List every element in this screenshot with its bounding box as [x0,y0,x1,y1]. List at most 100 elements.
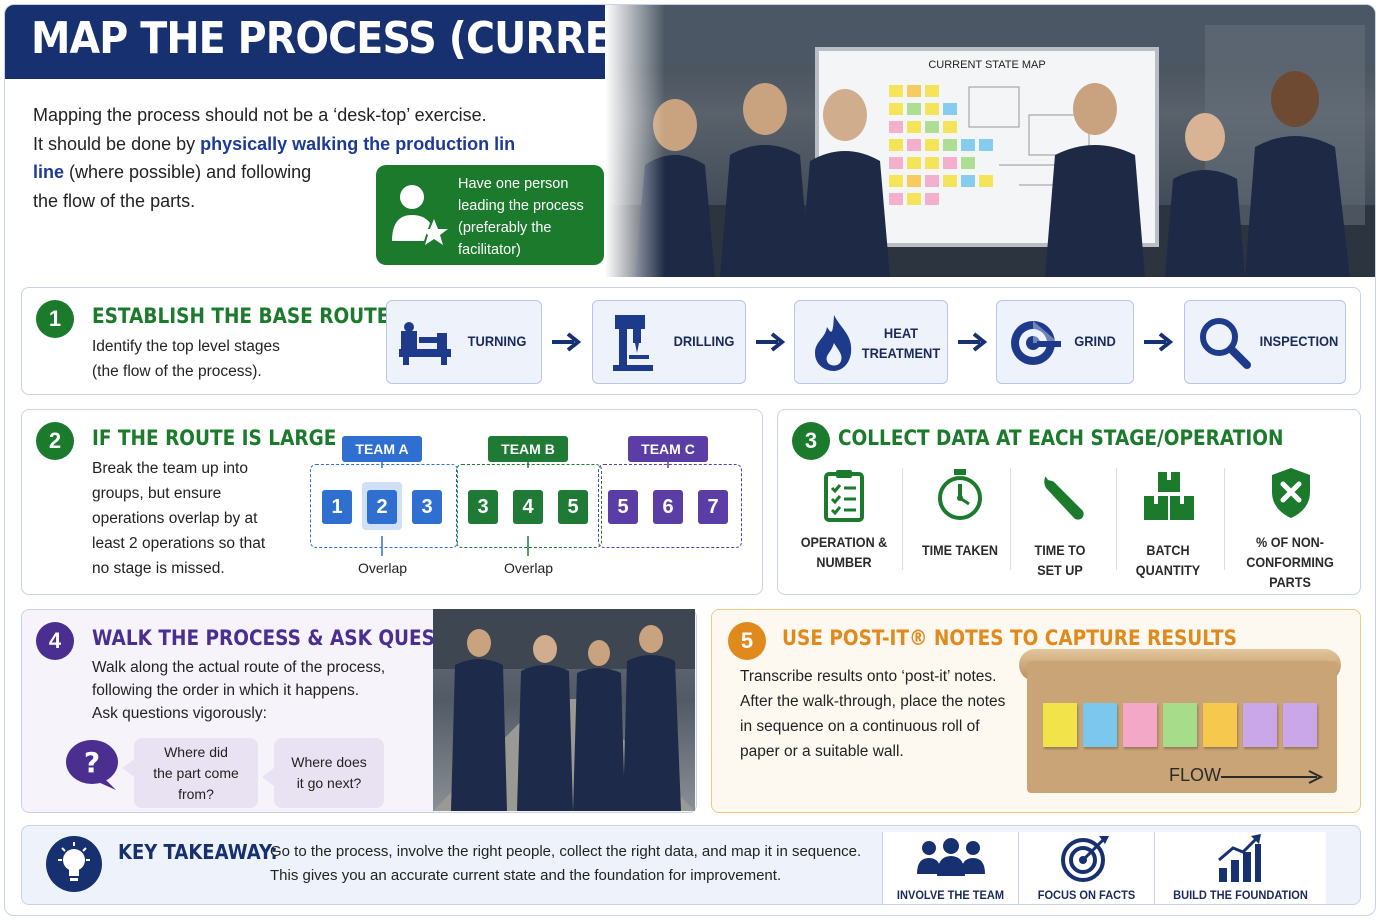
team-a-group [310,464,458,548]
section-3-card: 3 COLLECT DATA AT EACH STAGE/OPERATION O… [777,409,1361,595]
lightbulb-icon [46,836,102,892]
facilitator-line: Have one person [458,176,569,192]
key-takeaway-line: Go to the process, involve the right peo… [270,843,862,860]
stage-label: DRILLING [673,333,735,349]
section-4-number: 4 [36,622,74,660]
intro-line-1: Mapping the process should not be a ‘des… [33,105,487,125]
stopwatch-icon [938,469,982,520]
operation-box: 2 [367,490,397,524]
section-4-body-line: following the order in which it happens. [92,682,360,699]
intro-text: Mapping the process should not be a ‘des… [33,101,573,215]
divider [1010,468,1011,570]
takeaway-item-label: BUILD THE FOUNDATION [1173,888,1308,902]
bubble-tail [122,758,136,778]
intro-line-2-a: It should be done by [33,133,201,154]
stage-label: GRIND [1074,333,1116,349]
takeaway-item-foundation: BUILD THE FOUNDATION [1154,832,1326,904]
stage-label: TURNING [467,333,527,349]
team-connectors [381,462,669,556]
grinder-icon [1011,321,1061,365]
overlap-label: Overlap [504,560,554,576]
infographic-page: MAP THE PROCESS (CURRENT STATE) CURRENT … [4,4,1376,916]
bubble-tail [262,768,274,786]
operation-box: 5 [558,490,588,524]
divider [1116,468,1117,570]
team-icon [917,838,985,876]
section-5-body-line: After the walk-through, place the notes [740,693,1006,710]
intro-line-2-emphasis: physically walking the production lin [200,133,516,154]
bar-chart-growth-icon [1218,834,1261,882]
intro-line-4: the flow of the parts. [33,190,196,211]
data-item-label-line: TIME TO [1034,542,1086,558]
operation-box: 3 [412,490,442,524]
flame-icon [815,315,852,371]
section-5-number: 5 [728,622,766,660]
section-3-title: COLLECT DATA AT EACH STAGE/OPERATION [838,426,1284,450]
intro-line-3: line (where possible) and following [33,158,573,187]
clipboard-checklist-icon [824,470,864,522]
data-item-label-line: SET UP [1037,562,1083,578]
data-item-operation: OPERATION & NUMBER [788,466,900,596]
key-takeaway-line: This gives you an accurate current state… [270,867,782,884]
section-1-body: Identify the top level stages (the flow … [92,334,280,384]
data-item-label: % OF NON- CONFORMING PARTS [1240,532,1341,592]
question-speech-icon: ? [66,740,118,790]
boxes-icon [1144,472,1194,520]
section-5-body-line: Transcribe results onto ‘post-it’ notes. [740,668,997,685]
section-1-card: 1 ESTABLISH THE BASE ROUTE Identify the … [21,287,1361,395]
data-item-label-line: NUMBER [816,554,872,570]
section-4-body: Walk along the actual route of the proce… [92,656,385,725]
question-line: it go next? [296,775,362,791]
target-icon [1061,836,1109,882]
section-1-number: 1 [36,300,74,338]
section-2-body-line: groups, but ensure [92,485,222,502]
section-2-body-line: operations overlap by at [92,510,258,527]
key-takeaway-title: KEY TAKEAWAY: [118,840,278,864]
operation-box: 4 [513,490,543,524]
data-item-label-line: BATCH [1146,542,1190,558]
intro-line-3-b: (where possible) and following [64,162,312,182]
team-walking-photo [433,609,695,811]
data-item-label-line: QUANTITY [1135,562,1201,578]
person-star-icon [392,185,448,245]
team-c-tag: TEAM C [628,436,708,462]
arrow-right-icon [756,332,786,352]
section-2-body-line: no stage is missed. [92,560,225,577]
section-1-title: ESTABLISH THE BASE ROUTE [92,304,390,328]
post-it-note [1283,703,1317,747]
flow-label: FLOW [1169,765,1221,785]
team-b-group [456,464,602,548]
section-5-title: USE POST-IT® NOTES TO CAPTURE RESULTS [782,626,1237,650]
section-4-title: WALK THE PROCESS & ASK QUESTIONS [92,626,499,650]
section-2-body: Break the team up into groups, but ensur… [92,456,265,581]
arrow-right-icon [958,332,988,352]
section-2-card: 2 IF THE ROUTE IS LARGE Break the team u… [21,409,763,595]
data-item-time-taken: TIME TAKEN [904,466,1016,596]
data-item-label-line: TIME TAKEN [921,542,999,558]
stage-label: HEAT TREATMENT [861,325,941,361]
data-item-nonconforming: % OF NON- CONFORMING PARTS [1234,466,1346,596]
divider [902,468,903,570]
question-bubble-2: Where does it go next? [274,738,384,808]
post-it-note [1043,703,1077,747]
stage-inspection: INSPECTION [1184,300,1346,384]
operation-box: 5 [608,490,638,524]
wrench-icon [1044,469,1084,520]
team-c-group [598,464,742,548]
shield-x-icon [1272,468,1310,518]
data-item-label-line: OPERATION & [800,534,888,550]
board-title: CURRENT STATE MAP [928,59,1046,71]
section-3-number: 3 [792,422,830,460]
team-a-tag: TEAM A [342,436,422,462]
facilitator-text: Have one person leading the process (pre… [458,173,584,261]
section-2-number: 2 [36,422,74,460]
section-2-title: IF THE ROUTE IS LARGE [92,426,337,450]
data-item-label: BATCH QUANTITY [1118,540,1219,580]
takeaway-item-label: FOCUS ON FACTS [1037,888,1136,902]
photo-fade [605,5,665,277]
intro-line-3-emphasis: line [33,162,65,182]
data-item-label: TIME TAKEN [910,540,1011,560]
data-item-setup: TIME TO SET UP [1004,466,1116,596]
data-item-label-line: PARTS [1269,574,1311,590]
section-2-body-line: Break the team up into [92,460,248,477]
